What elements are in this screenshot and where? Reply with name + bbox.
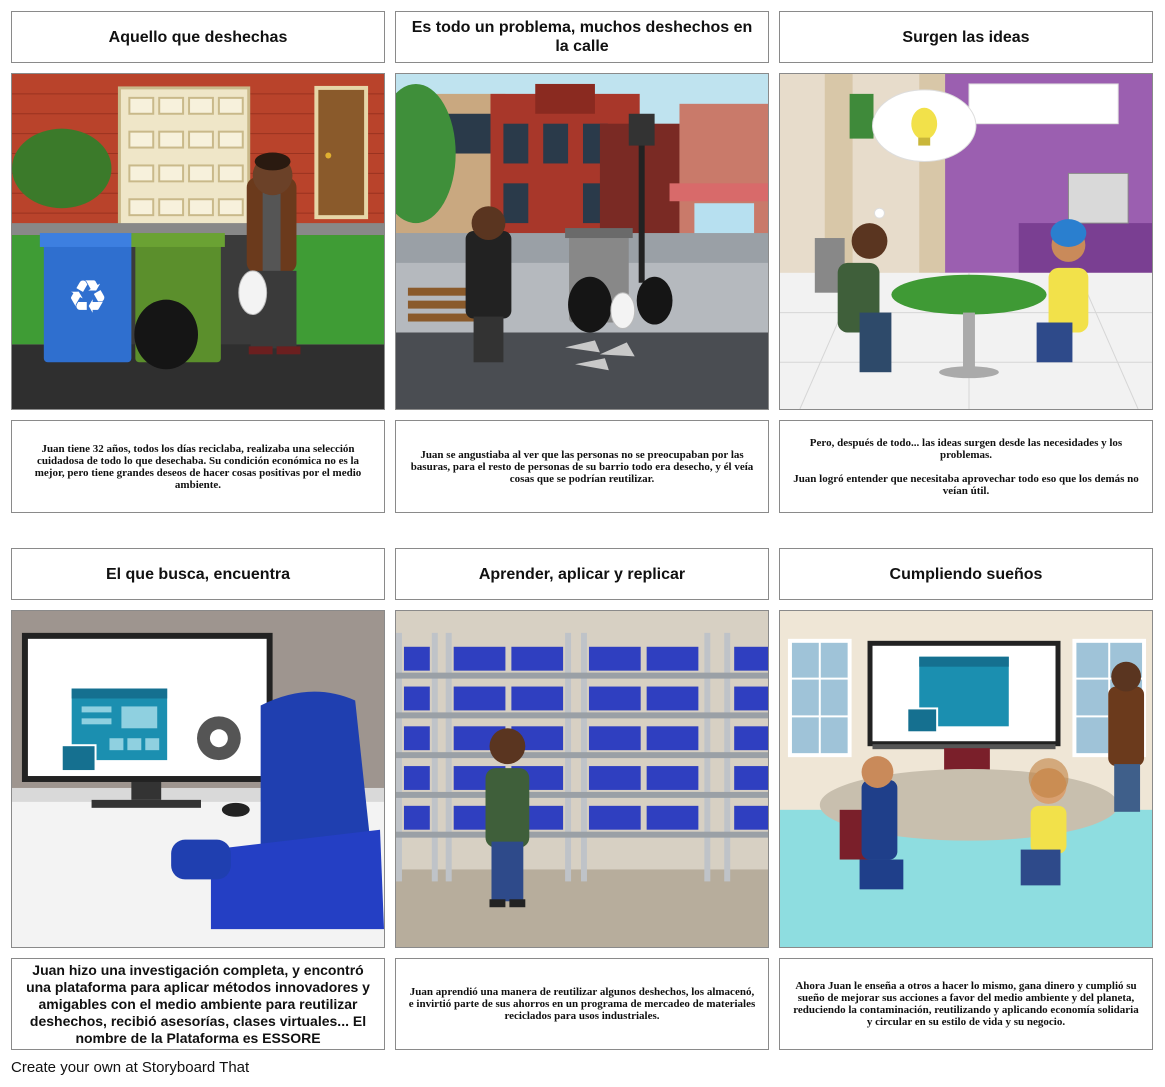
panel-2-scene (395, 73, 769, 410)
panel-1-title: Aquello que deshechas (11, 11, 385, 63)
panel-5-title: Aprender, aplicar y replicar (395, 548, 769, 600)
panel-3-title: Surgen las ideas (779, 11, 1153, 63)
panel-3-scene (779, 73, 1153, 410)
footer-credit[interactable]: Create your own at Storyboard That (11, 1059, 250, 1076)
panel-4-scene (11, 610, 385, 948)
panel-6-caption: Ahora Juan le enseña a otros a hacer lo … (779, 958, 1153, 1050)
panel-1-caption: Juan tiene 32 años, todos los días recic… (11, 420, 385, 513)
panel-6-title: Cumpliendo sueños (779, 548, 1153, 600)
svg-text:♻: ♻ (67, 271, 108, 324)
panel-4-caption: Juan hizo una investigación completa, y … (11, 958, 385, 1050)
panel-2-title: Es todo un problema, muchos deshechos en… (395, 11, 769, 63)
panel-6-scene (779, 610, 1153, 948)
panel-5-caption: Juan aprendió una manera de reutilizar a… (395, 958, 769, 1050)
panel-2-caption: Juan se angustiaba al ver que las person… (395, 420, 769, 513)
panel-1-scene: ♻ (11, 73, 385, 410)
panel-3-caption: Pero, después de todo... las ideas surge… (779, 420, 1153, 513)
panel-5-scene (395, 610, 769, 948)
panel-4-title: El que busca, encuentra (11, 548, 385, 600)
